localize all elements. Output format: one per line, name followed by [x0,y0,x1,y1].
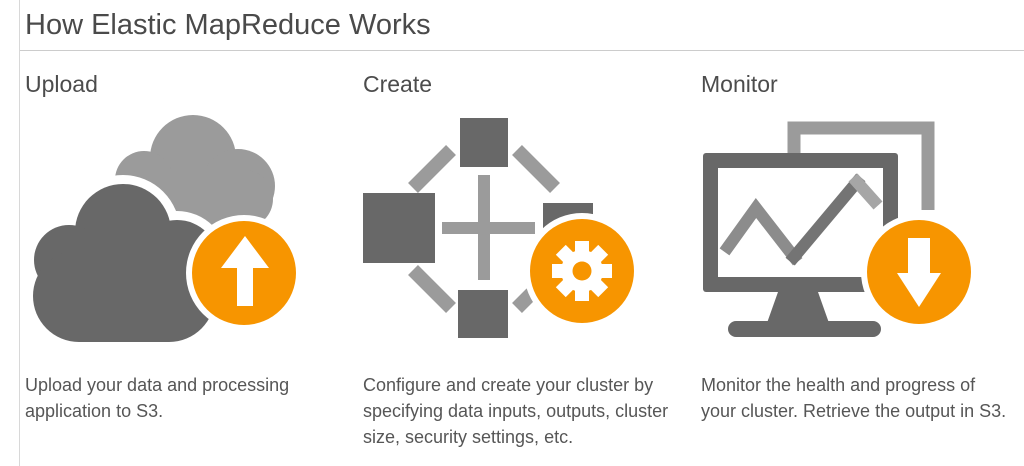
cluster-gear-icon [363,118,640,338]
description-line: Configure and create your cluster by [363,375,654,395]
description-line: Upload your data and processing [25,375,290,395]
content-left-border [19,0,20,466]
title-divider [20,50,1024,51]
step-description: Upload your data and processing applicat… [25,372,363,424]
step-column-create: Create [363,70,701,450]
description-line: specifying data inputs, outputs, cluster [363,401,669,421]
monitor-shape [703,153,898,337]
icon-area [363,110,701,360]
description-line: size, security settings, etc. [363,427,574,447]
step-heading: Monitor [701,71,778,97]
monitor-download-icon [703,121,977,337]
upload-arrow-icon [221,236,269,306]
icon-area [701,110,1023,360]
step-description: Configure and create your cluster by spe… [363,372,701,450]
download-arrow-icon [897,238,941,307]
step-column-upload: Upload [25,70,363,450]
step-heading: Upload [25,71,98,97]
step-description: Monitor the health and progress of your … [701,372,1023,424]
step-column-monitor: Monitor [701,70,1023,450]
step-heading: Create [363,71,433,97]
steps-row: Upload [25,70,1023,450]
gear-icon [552,241,612,301]
description-line: application to S3. [25,401,164,421]
back-screen-bracket [787,121,935,210]
page-title: How Elastic MapReduce Works [25,9,431,41]
cloud-upload-icon [25,115,302,349]
description-line: Monitor the health and progress of [701,375,976,395]
description-line: your cluster. Retrieve the output in S3. [701,401,1007,421]
icon-area [25,110,363,360]
plus-shape [442,175,535,280]
